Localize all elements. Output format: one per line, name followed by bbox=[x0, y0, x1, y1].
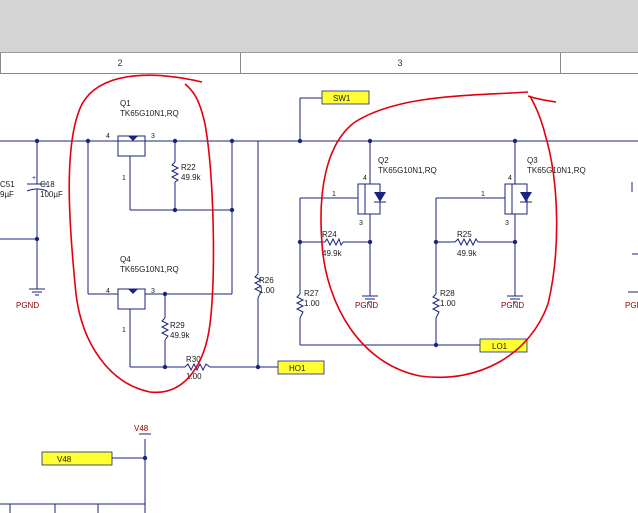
svg-text:V48: V48 bbox=[57, 455, 72, 464]
r29-ref: R29 bbox=[170, 321, 185, 330]
q1-value: TK65G10N1,RQ bbox=[120, 109, 179, 118]
ground-q3: PGND bbox=[501, 285, 524, 310]
q2-pin-source: 3 bbox=[359, 220, 363, 227]
q2-pin-drain: 4 bbox=[363, 175, 367, 182]
q1-pin-source: 1 bbox=[122, 175, 126, 182]
r30-ref: R30 bbox=[186, 355, 201, 364]
polarity-plus-icon: + bbox=[32, 175, 36, 182]
c51-value: 9µF bbox=[0, 190, 14, 199]
ground-right: PGND bbox=[625, 301, 638, 310]
r29-value: 49.9k bbox=[170, 331, 191, 340]
svg-text:SW1: SW1 bbox=[333, 94, 351, 103]
zone-ruler: 2 3 bbox=[0, 53, 638, 74]
r28-ref: R28 bbox=[440, 289, 455, 298]
svg-text:HO1: HO1 bbox=[289, 364, 306, 373]
q3-ref: Q3 bbox=[527, 156, 538, 165]
resistor-r24[interactable]: R24 49.9k bbox=[322, 230, 344, 258]
r27-ref: R27 bbox=[304, 289, 319, 298]
resistor-r22[interactable]: R22 49.9k bbox=[170, 161, 202, 183]
mosfet-q1[interactable]: Q1 TK65G10N1,RQ 4 3 1 bbox=[106, 99, 179, 182]
r26-value: 1.00 bbox=[259, 286, 275, 295]
q3-value: TK65G10N1,RQ bbox=[527, 166, 586, 175]
q1-pin-gate: 4 bbox=[106, 133, 110, 140]
mosfet-q3[interactable]: Q3 TK65G10N1,RQ 1 4 3 bbox=[481, 156, 586, 227]
q4-value: TK65G10N1,RQ bbox=[120, 265, 179, 274]
pgnd-label: PGND bbox=[625, 301, 638, 310]
svg-text:LO1: LO1 bbox=[492, 342, 508, 351]
resistor-r27[interactable]: R27 1.00 bbox=[295, 289, 320, 319]
svg-text:V48: V48 bbox=[134, 424, 149, 433]
mosfet-q2[interactable]: Q2 TK65G10N1,RQ 1 4 3 bbox=[332, 156, 437, 227]
resistor-r30[interactable]: R30 1.00 bbox=[184, 355, 211, 381]
resistor-r29[interactable]: R29 49.9k bbox=[160, 317, 191, 341]
net-label-ho1[interactable]: HO1 bbox=[277, 360, 325, 375]
net-label-lo1[interactable]: LO1 bbox=[479, 338, 528, 353]
capacitor-c51[interactable]: C51 9µF bbox=[0, 180, 15, 199]
q4-pin-drain: 3 bbox=[151, 288, 155, 295]
ruler-zone-3: 3 bbox=[397, 58, 403, 68]
q1-pin-drain: 3 bbox=[151, 133, 155, 140]
q2-pin-gate: 1 bbox=[332, 191, 336, 198]
power-port-v48[interactable]: V48 bbox=[134, 424, 149, 433]
r27-value: 1.00 bbox=[304, 299, 320, 308]
q3-pin-source: 3 bbox=[505, 220, 509, 227]
junctions bbox=[34, 138, 518, 461]
r25-value: 49.9k bbox=[457, 249, 478, 258]
q4-ref: Q4 bbox=[120, 255, 131, 264]
ruler-divider bbox=[560, 53, 561, 73]
q4-pin-gate: 4 bbox=[106, 288, 110, 295]
wires bbox=[0, 97, 638, 513]
r25-ref: R25 bbox=[457, 230, 472, 239]
q3-pin-drain: 4 bbox=[508, 175, 512, 182]
q2-ref: Q2 bbox=[378, 156, 389, 165]
resistor-r26[interactable]: R26 1.00 bbox=[253, 273, 275, 299]
resistor-r28[interactable]: R28 1.00 bbox=[431, 289, 456, 319]
c18-ref: C18 bbox=[40, 180, 55, 189]
c18-value: 100µF bbox=[40, 190, 63, 199]
pgnd-label: PGND bbox=[501, 301, 524, 310]
q3-pin-gate: 1 bbox=[481, 191, 485, 198]
ground-q2: PGND bbox=[355, 285, 379, 310]
pgnd-label: PGND bbox=[355, 301, 378, 310]
r30-value: 1.00 bbox=[186, 372, 202, 381]
r24-value: 49.9k bbox=[322, 249, 343, 258]
capacitor-c18[interactable]: + C18 100µF bbox=[26, 169, 63, 204]
q2-value: TK65G10N1,RQ bbox=[378, 166, 437, 175]
c51-ref: C51 bbox=[0, 180, 15, 189]
net-label-v48[interactable]: V48 bbox=[41, 451, 113, 466]
q4-pin-source: 1 bbox=[122, 327, 126, 334]
annotation-circle-q2-q3 bbox=[320, 91, 558, 378]
ruler-divider bbox=[240, 53, 241, 73]
r24-ref: R24 bbox=[322, 230, 337, 239]
resistor-r25[interactable]: R25 49.9k bbox=[454, 230, 479, 258]
r22-ref: R22 bbox=[181, 163, 196, 172]
r22-value: 49.9k bbox=[181, 173, 202, 182]
q1-ref: Q1 bbox=[120, 99, 131, 108]
ground-c18: PGND bbox=[16, 278, 46, 310]
ruler-zone-2: 2 bbox=[117, 58, 123, 68]
annotation-circle-q1-q4 bbox=[68, 74, 215, 394]
toolbar-area bbox=[0, 0, 638, 53]
mosfet-q4[interactable]: Q4 TK65G10N1,RQ 4 3 1 bbox=[106, 255, 179, 334]
r28-value: 1.00 bbox=[440, 299, 456, 308]
ruler-divider bbox=[0, 53, 1, 73]
schematic-canvas[interactable]: + C18 100µF C51 9µF Q1 TK65G10N1,RQ 4 3 … bbox=[0, 74, 638, 513]
r26-ref: R26 bbox=[259, 276, 274, 285]
net-label-sw1[interactable]: SW1 bbox=[321, 90, 370, 105]
pgnd-label: PGND bbox=[16, 301, 39, 310]
